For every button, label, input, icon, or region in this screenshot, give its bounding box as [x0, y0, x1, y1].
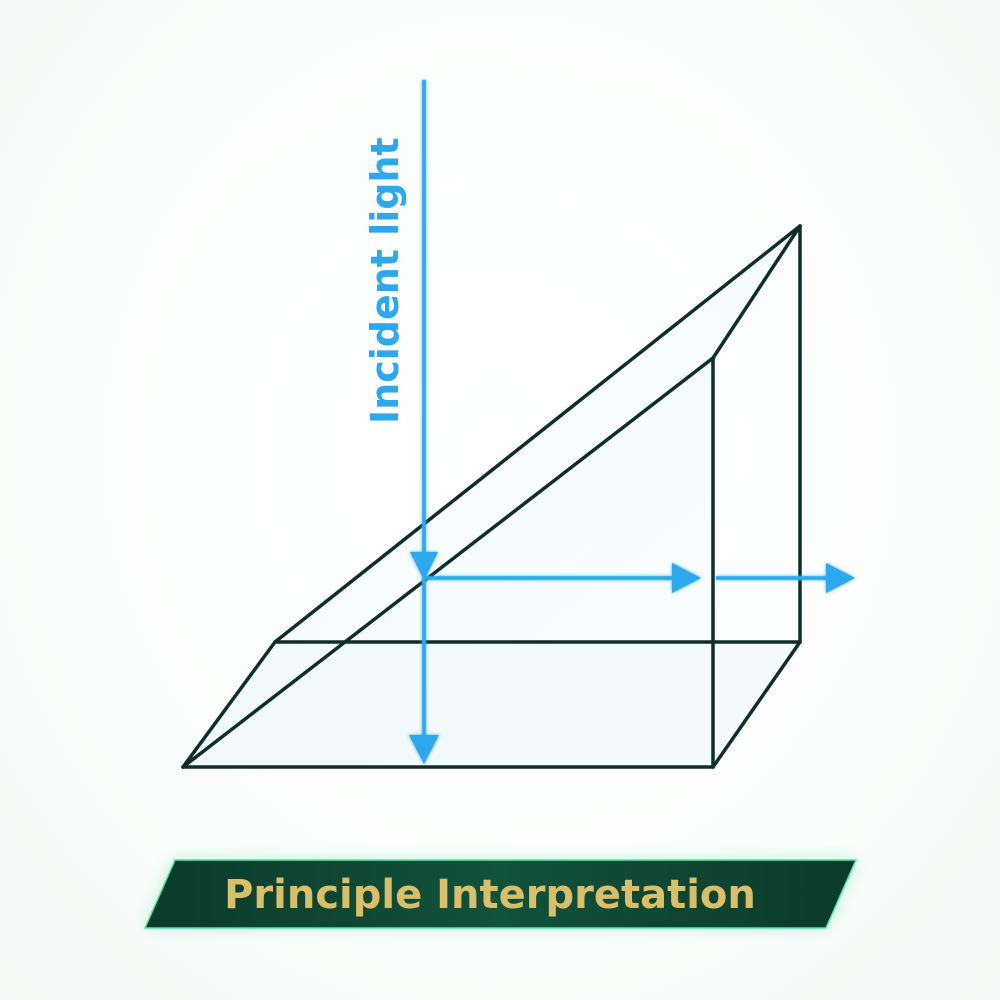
exit-ray-arrowhead: [826, 563, 855, 593]
prism-hypotenuse-face: [183, 226, 800, 767]
prism-edge-front-hypotenuse: [181, 356, 715, 769]
prism-bottom-face: [183, 642, 800, 767]
prism-edge-top-depth: [711, 224, 802, 360]
light-rays: [409, 80, 855, 764]
reflected-ray-arrowhead: [672, 563, 701, 593]
prism-edge-left-depth: [181, 640, 277, 769]
prism-edge-back-hypotenuse: [273, 224, 802, 644]
incident-light-label: Incident light: [363, 137, 407, 424]
banner-title: Principle Interpretation: [224, 872, 756, 918]
prism-edge-right-depth: [711, 640, 802, 769]
incident-arrowhead-top: [410, 552, 438, 580]
incident-ray-arrowhead: [409, 735, 439, 764]
title-banner: Principle Interpretation: [143, 859, 858, 929]
prism: [181, 224, 802, 769]
banner-shape: [143, 859, 858, 929]
